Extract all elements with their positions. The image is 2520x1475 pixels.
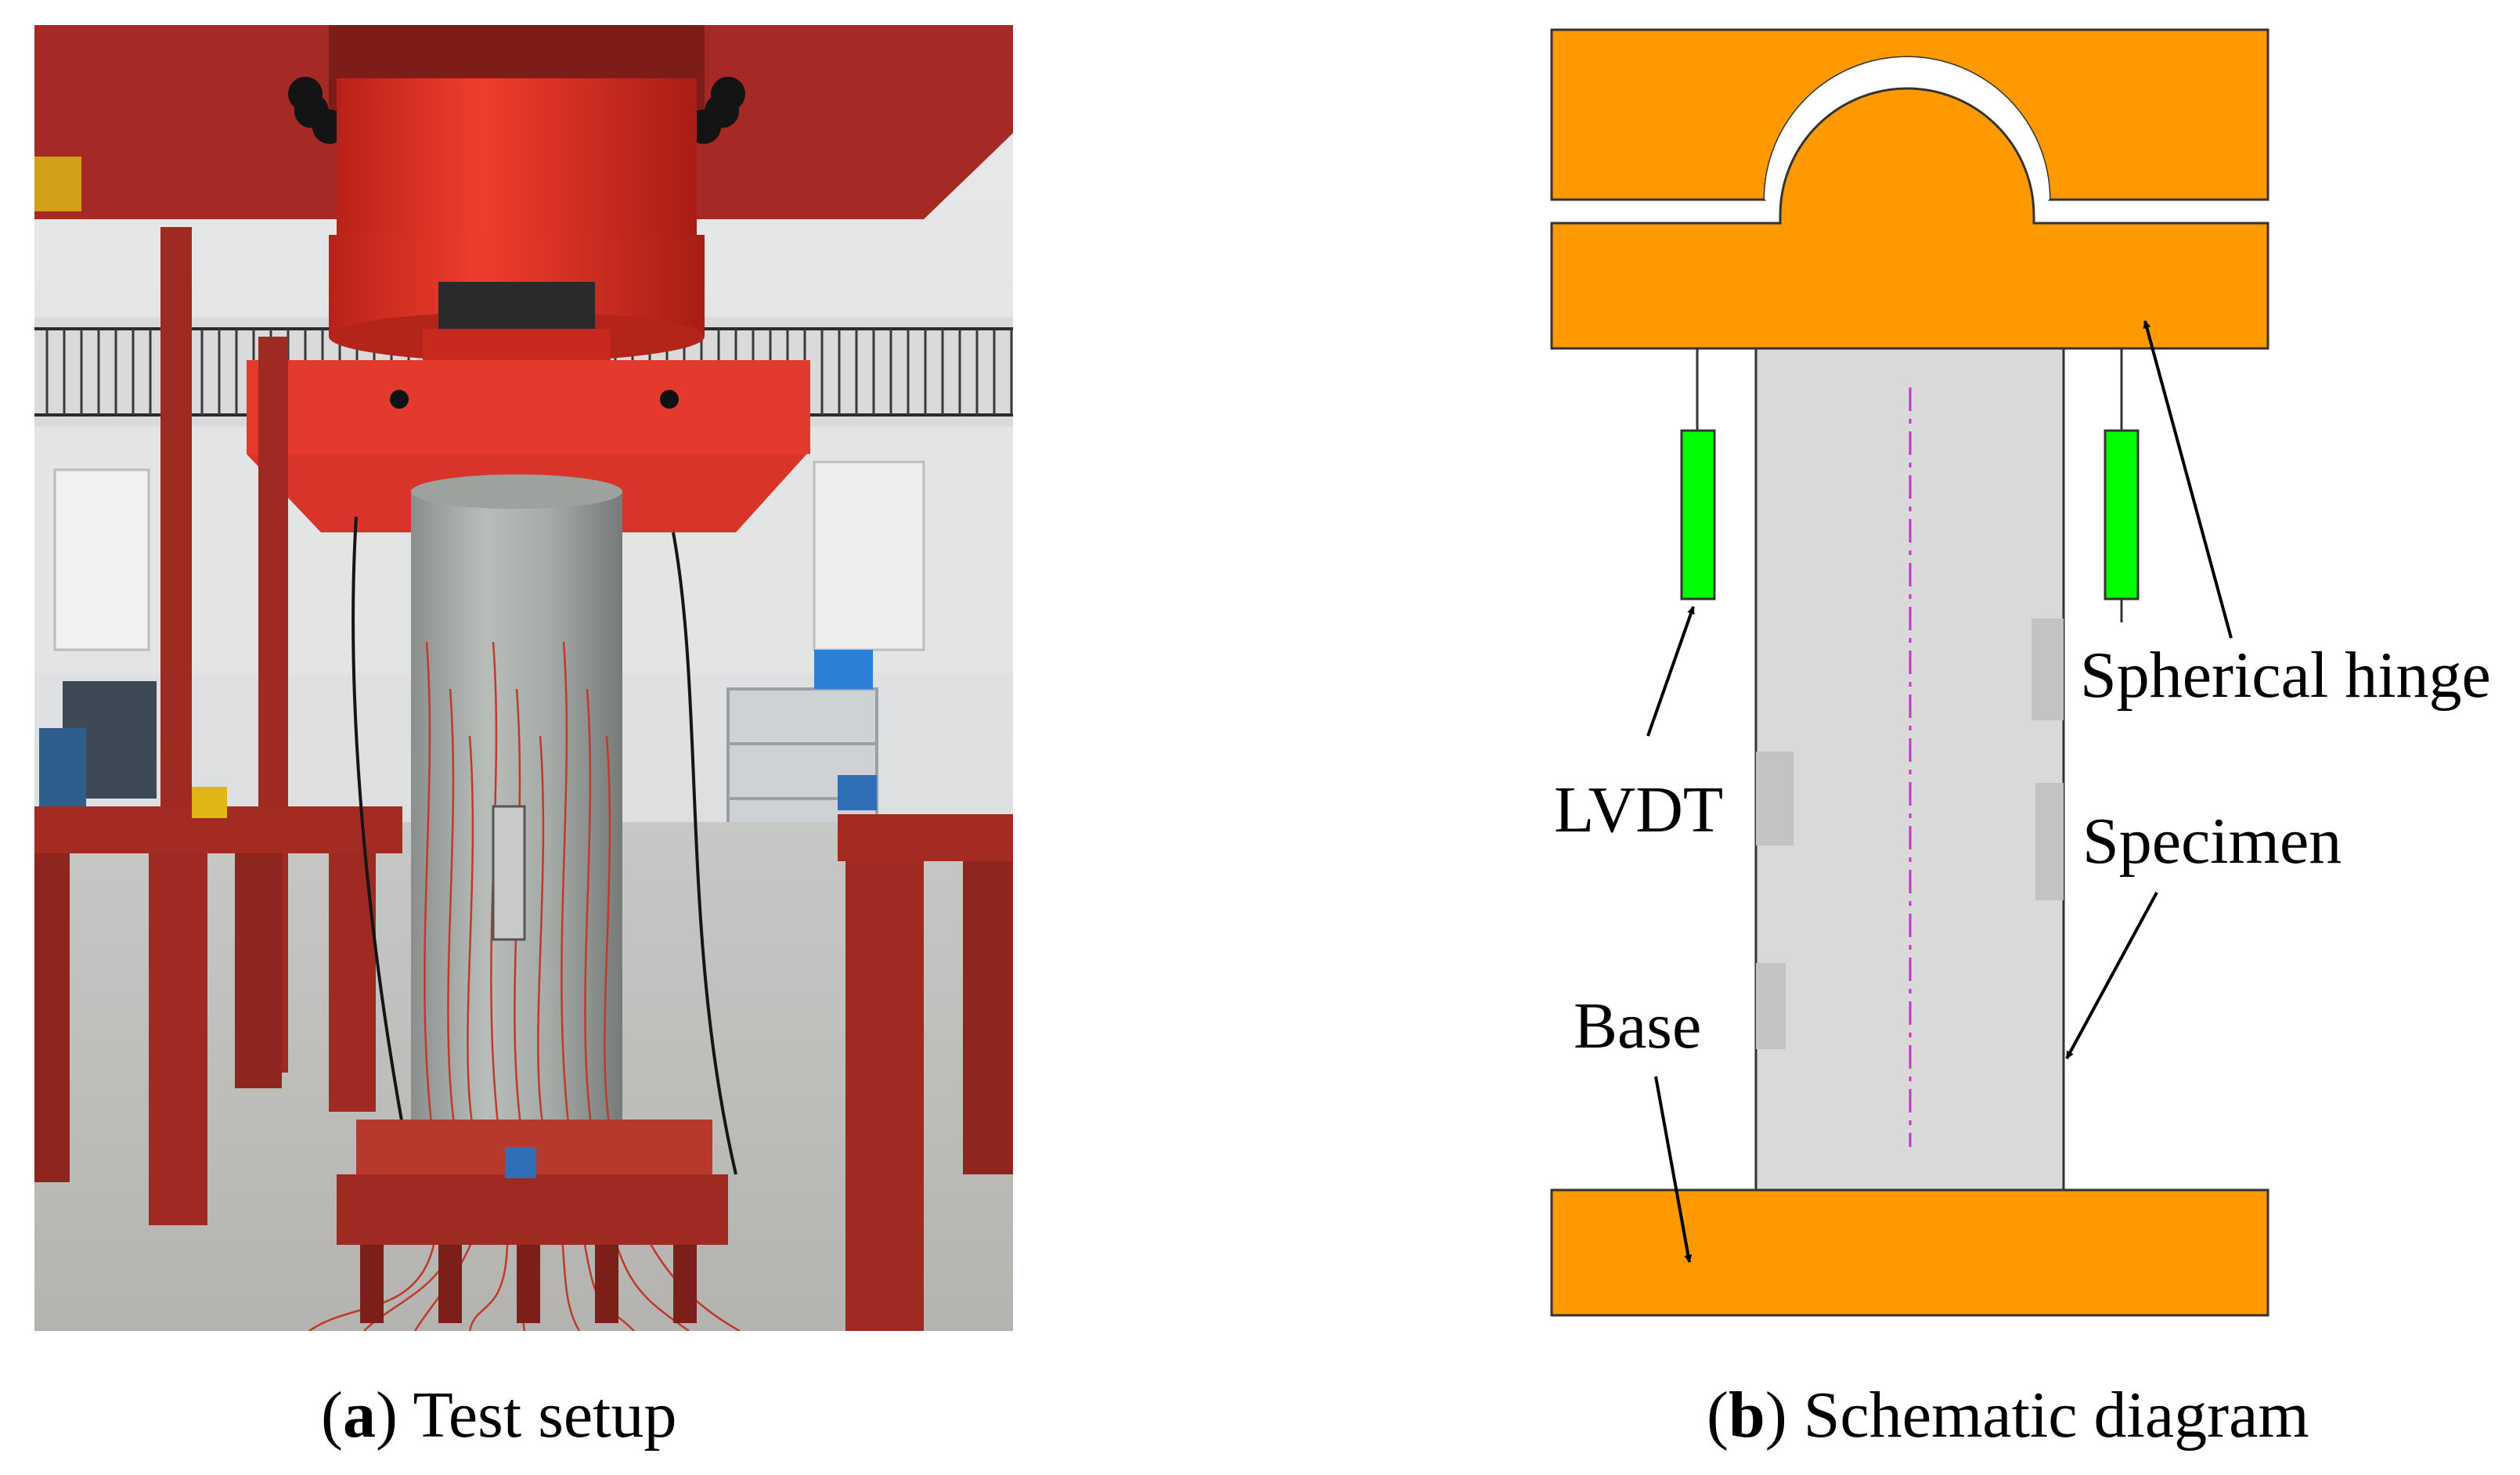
lvdt-right: [2104, 429, 2140, 600]
spherical-hinge-plate: [1550, 87, 2269, 350]
arrow-base: [1654, 1076, 1693, 1263]
specimen-patches: [1756, 618, 2064, 1049]
lvdt-left: [1680, 429, 1716, 600]
label-specimen: Specimen: [2082, 805, 2342, 878]
test-setup-photo: [34, 25, 1013, 1331]
caption-b: (b) Schematic diagram: [1707, 1379, 2309, 1452]
arrow-specimen: [2065, 892, 2158, 1059]
caption-a-letter: a: [343, 1379, 376, 1452]
caption-b-text: Schematic diagram: [1787, 1379, 2309, 1452]
label-lvdt: LVDT: [1554, 774, 1723, 846]
label-spherical-hinge: Spherical hinge: [2080, 639, 2491, 712]
base-plate: [1550, 1188, 2269, 1317]
label-base: Base: [1574, 990, 1701, 1062]
caption-b-letter: b: [1729, 1379, 1765, 1452]
schematic-diagram: Spherical hinge LVDT Specimen Base: [1550, 28, 2491, 1317]
arrow-spherical-hinge: [2143, 320, 2233, 639]
arrow-lvdt: [1646, 606, 1695, 737]
caption-a-text: Test setup: [398, 1379, 677, 1452]
caption-a: (a) Test setup: [321, 1379, 677, 1452]
